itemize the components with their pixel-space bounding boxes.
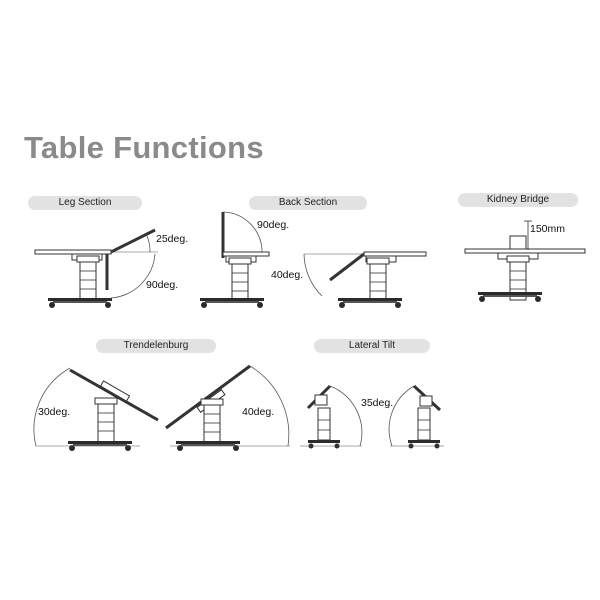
lateral-tilt-left: [300, 384, 363, 449]
leg-angle-down: 90deg.: [146, 279, 178, 291]
leg-angle-up: 25deg.: [156, 233, 188, 245]
lateral-angle: 35deg.: [361, 397, 393, 409]
page-title: Table Functions: [24, 130, 264, 165]
kidney-height: 150mm: [530, 223, 565, 235]
back-section-reclined: [303, 251, 427, 308]
kidney-bridge-label: Kidney Bridge: [458, 193, 578, 207]
kidney-bridge-table: [464, 220, 586, 302]
trend-angle-left: 30deg.: [38, 406, 70, 418]
leg-section-label: Leg Section: [28, 196, 142, 210]
back-section-label: Back Section: [249, 196, 367, 210]
trendelenburg-label: Trendelenburg: [96, 339, 216, 353]
reverse-trendelenburg-table: [165, 364, 290, 451]
trend-angle-right: 40deg.: [242, 406, 274, 418]
back-angle-down: 40deg.: [271, 269, 303, 281]
back-section-upright: [200, 211, 270, 308]
trendelenburg-table: [33, 367, 159, 451]
back-angle-up: 90deg.: [257, 219, 289, 231]
leg-section-table: [34, 228, 158, 308]
lateral-tilt-label: Lateral Tilt: [314, 339, 430, 353]
lateral-tilt-right: [388, 384, 444, 449]
